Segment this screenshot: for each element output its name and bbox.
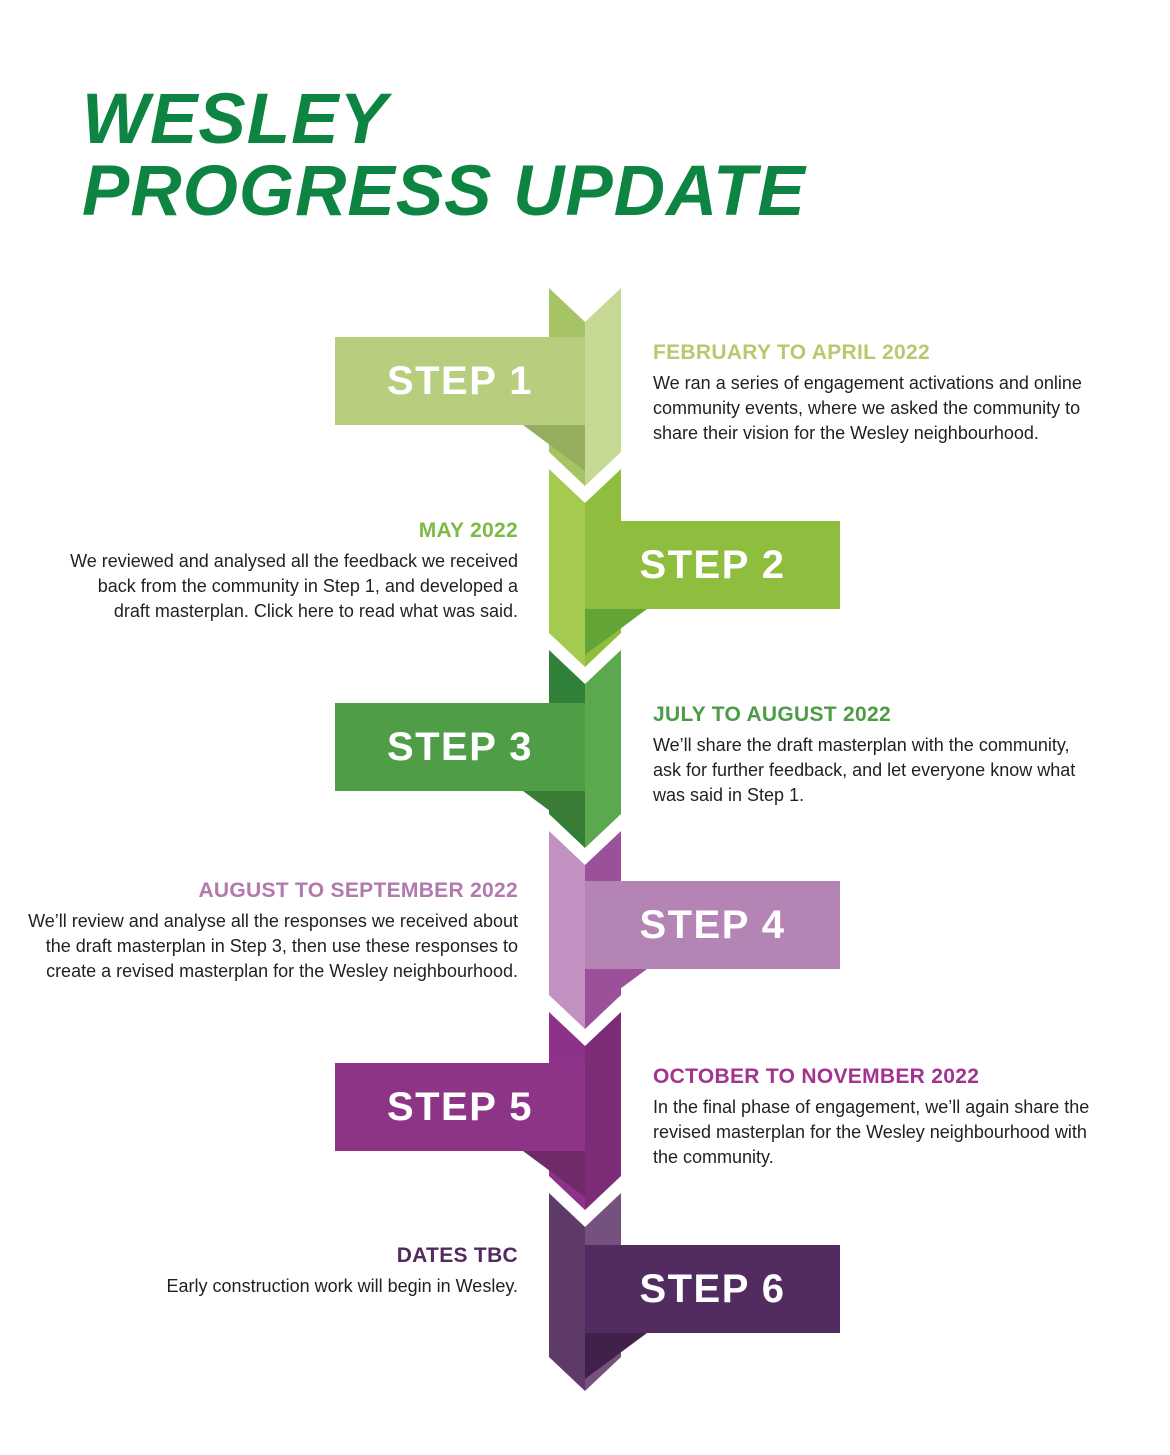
step-1-description: We ran a series of engagement activation… [653,373,1082,443]
step-6-description: Early construction work will begin in We… [166,1276,518,1296]
step-3-date-heading: JULY TO AUGUST 2022 [653,703,891,726]
step-6-date-heading: DATES TBC [396,1244,518,1267]
banner-1-fold [523,425,585,471]
page-title: WESLEY PROGRESS UPDATE [82,80,806,231]
step-3-label: STEP 3 [386,725,534,769]
step-4-label: STEP 4 [639,903,786,947]
step-5-date-heading: OCTOBER TO NOVEMBER 2022 [653,1065,980,1088]
step-2-banner: STEP 2 [585,521,840,609]
banner-5-fold [523,1151,585,1197]
chevron-3-right-facet [585,650,621,848]
step-3-banner: STEP 3 [335,703,585,791]
step-5-description: In the final phase of engagement, we’ll … [653,1097,1090,1167]
step-4-description: We’ll review and analyse all the respons… [28,911,518,981]
banner-2-fold [585,609,647,655]
step-6-banner: STEP 6 [585,1245,840,1333]
chevron-6-left-facet [549,1193,585,1391]
banner-6-fold [585,1333,647,1379]
step-2-description: We reviewed and analysed all the feedbac… [70,551,518,621]
step-1-info: FEBRUARY TO APRIL 2022 We ran a series o… [653,340,1133,446]
chevron-1-right-facet [585,288,621,486]
step-1-label: STEP 1 [386,359,534,403]
step-6-info: DATES TBC Early construction work will b… [0,1243,518,1299]
step-6-label: STEP 6 [639,1267,786,1311]
chevron-5-right-facet [585,1012,621,1210]
step-5-label: STEP 5 [386,1085,534,1129]
step-2-info: MAY 2022 We reviewed and analysed all th… [0,518,518,624]
banner-3-fold [523,791,585,837]
step-2-label: STEP 2 [639,543,786,587]
step-3-info: JULY TO AUGUST 2022 We’ll share the draf… [653,702,1133,808]
step-3-description: We’ll share the draft masterplan with th… [653,735,1076,805]
step-2-date-heading: MAY 2022 [418,519,518,542]
step-4-banner: STEP 4 [585,881,840,969]
chevron-4-left-facet [549,831,585,1029]
step-1-banner: STEP 1 [335,337,585,425]
step-5-info: OCTOBER TO NOVEMBER 2022 In the final ph… [653,1064,1133,1170]
step-4-date-heading: AUGUST TO SEPTEMBER 2022 [198,879,518,902]
step-5-banner: STEP 5 [335,1063,585,1151]
step-4-info: AUGUST TO SEPTEMBER 2022 We’ll review an… [0,878,518,984]
chevron-2-left-facet [549,469,585,667]
step-1-date-heading: FEBRUARY TO APRIL 2022 [653,341,930,364]
banner-4-fold [585,969,647,1015]
